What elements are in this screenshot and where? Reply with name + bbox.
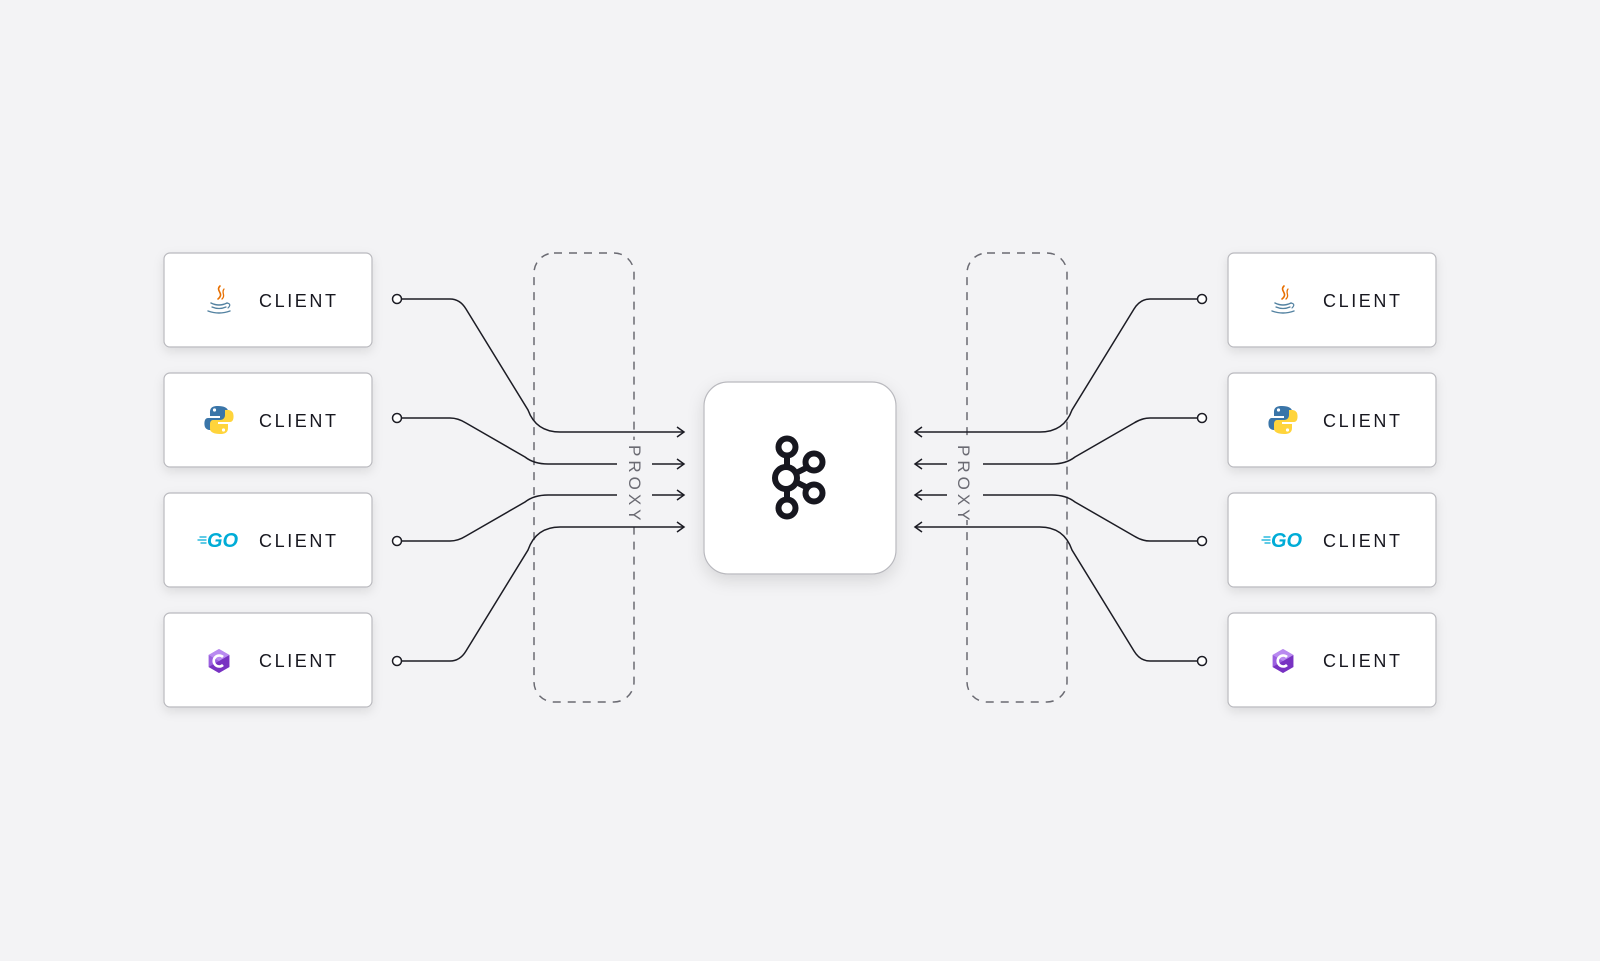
wire-left-2	[397, 417, 617, 465]
left-proxy-box	[533, 252, 635, 703]
right-proxy-label-bg	[947, 440, 983, 520]
left-connectors	[397, 298, 684, 662]
wire-left-3	[397, 494, 617, 542]
left-client-card-java: CLIENT	[163, 252, 373, 348]
client-label: CLIENT	[1323, 531, 1403, 551]
wire-left-4	[397, 526, 684, 662]
kafka-icon	[772, 435, 826, 520]
wire-right-1	[915, 298, 1202, 433]
client-label: CLIENT	[1323, 411, 1403, 431]
port-right-2	[1196, 412, 1208, 424]
port-left-3	[391, 535, 403, 547]
wire-right-4	[915, 526, 1202, 662]
client-label: CLIENT	[1323, 651, 1403, 671]
client-label: CLIENT	[259, 411, 339, 431]
right-connectors	[915, 298, 1202, 662]
client-label: CLIENT	[259, 651, 339, 671]
port-right-3	[1196, 535, 1208, 547]
right-client-card-python: CLIENT	[1227, 372, 1437, 468]
port-right-1	[1196, 293, 1208, 305]
right-client-card-go: CLIENT	[1227, 492, 1437, 588]
port-left-4	[391, 655, 403, 667]
left-arrowheads	[676, 426, 686, 533]
client-label: CLIENT	[259, 531, 339, 551]
left-client-card-csharp: CLIENT	[163, 612, 373, 708]
left-proxy-label: PROXY	[625, 445, 644, 525]
right-proxy-label: PROXY	[954, 445, 973, 525]
client-label: CLIENT	[259, 291, 339, 311]
right-client-card-csharp: CLIENT	[1227, 612, 1437, 708]
wire-left-1	[397, 298, 684, 433]
port-right-4	[1196, 655, 1208, 667]
left-client-card-python: CLIENT	[163, 372, 373, 468]
right-client-card-java: CLIENT	[1227, 252, 1437, 348]
right-arrowheads	[913, 426, 923, 533]
client-label: CLIENT	[1323, 291, 1403, 311]
wire-right-2	[983, 417, 1202, 465]
port-left-1	[391, 293, 403, 305]
ports	[391, 293, 1208, 667]
kafka-broker-node	[703, 381, 897, 575]
left-proxy-label-bg	[617, 440, 652, 520]
left-client-card-go: CLIENT	[163, 492, 373, 588]
wire-right-3	[983, 494, 1202, 542]
port-left-2	[391, 412, 403, 424]
